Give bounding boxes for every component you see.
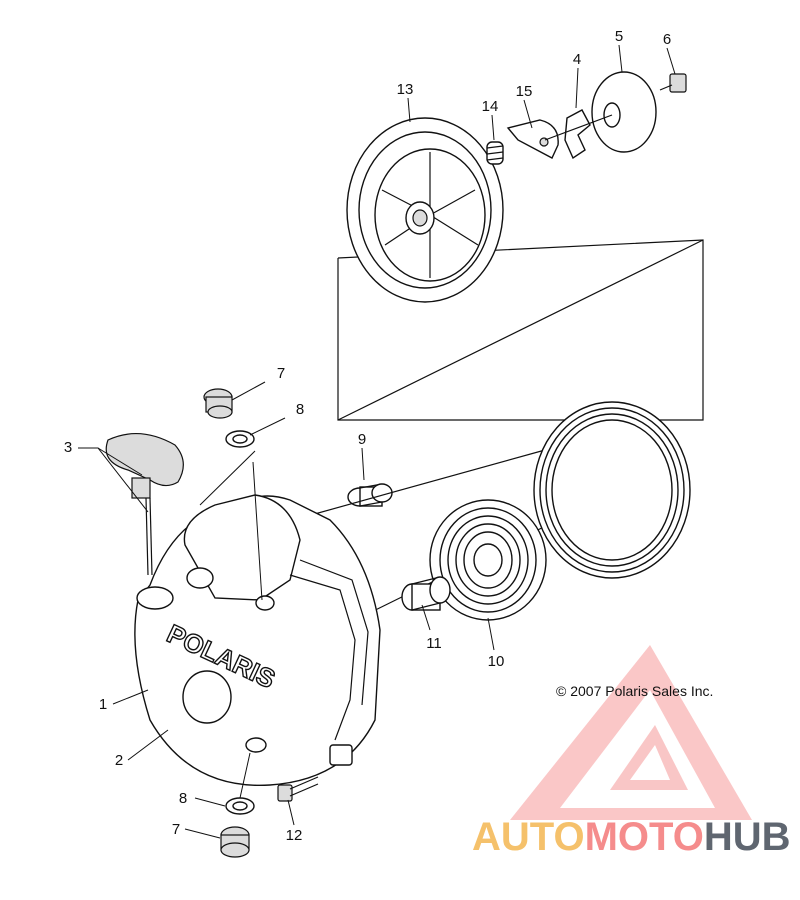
housing-bolt-part bbox=[277, 776, 319, 802]
callout-4: 4 bbox=[573, 51, 581, 68]
callout-15: 15 bbox=[516, 83, 533, 100]
starter-housing-part: POLARIS bbox=[134, 494, 381, 787]
pulley-part bbox=[346, 117, 504, 303]
watermark-text: AUTOMOTOHUB bbox=[472, 815, 791, 859]
callout-13: 13 bbox=[397, 81, 414, 98]
washer-part-bottom bbox=[225, 797, 255, 815]
copyright-notice: © 2007 Polaris Sales Inc. bbox=[556, 683, 713, 699]
sleeve-part bbox=[401, 576, 451, 611]
watermark-moto: MOTO bbox=[585, 815, 704, 859]
plug-part-bottom bbox=[220, 826, 250, 858]
svg-text:AUTOMOTOHUB: AUTOMOTOHUB bbox=[472, 815, 791, 859]
retainer-clip-part bbox=[564, 109, 591, 160]
callout-9: 9 bbox=[358, 431, 366, 448]
callout-7-bottom: 7 bbox=[172, 821, 180, 838]
bushing-part bbox=[347, 483, 393, 507]
callout-2: 2 bbox=[115, 752, 123, 769]
callout-6: 6 bbox=[663, 31, 671, 48]
recoil-spring-part bbox=[429, 499, 547, 621]
callout-3: 3 bbox=[64, 439, 72, 456]
friction-plate-part bbox=[544, 71, 657, 153]
watermark-auto: AUTO bbox=[472, 815, 585, 859]
callout-5: 5 bbox=[615, 28, 623, 45]
leader-lines bbox=[78, 44, 676, 839]
callout-8-bottom: 8 bbox=[179, 790, 187, 807]
alignment-box bbox=[337, 239, 704, 421]
bolt-part bbox=[659, 73, 687, 93]
spring-case-ring-part bbox=[533, 401, 691, 579]
callout-7-top: 7 bbox=[277, 365, 285, 382]
callout-labels: 13 14 15 4 5 6 7 8 9 3 11 10 1 2 8 7 12 bbox=[64, 28, 671, 844]
callout-8-top: 8 bbox=[296, 401, 304, 418]
callout-12: 12 bbox=[286, 827, 303, 844]
plug-part-top bbox=[203, 388, 233, 419]
small-spring-part bbox=[486, 141, 504, 165]
callout-11: 11 bbox=[426, 635, 442, 652]
pawl-part bbox=[506, 119, 559, 159]
washer-part-top bbox=[225, 430, 255, 448]
callout-14: 14 bbox=[482, 98, 499, 115]
starter-handle-part bbox=[105, 432, 184, 576]
watermark-logo-icon bbox=[510, 645, 752, 820]
callout-1: 1 bbox=[99, 696, 107, 713]
watermark-hub: HUB bbox=[704, 815, 791, 859]
callout-10: 10 bbox=[488, 653, 505, 670]
